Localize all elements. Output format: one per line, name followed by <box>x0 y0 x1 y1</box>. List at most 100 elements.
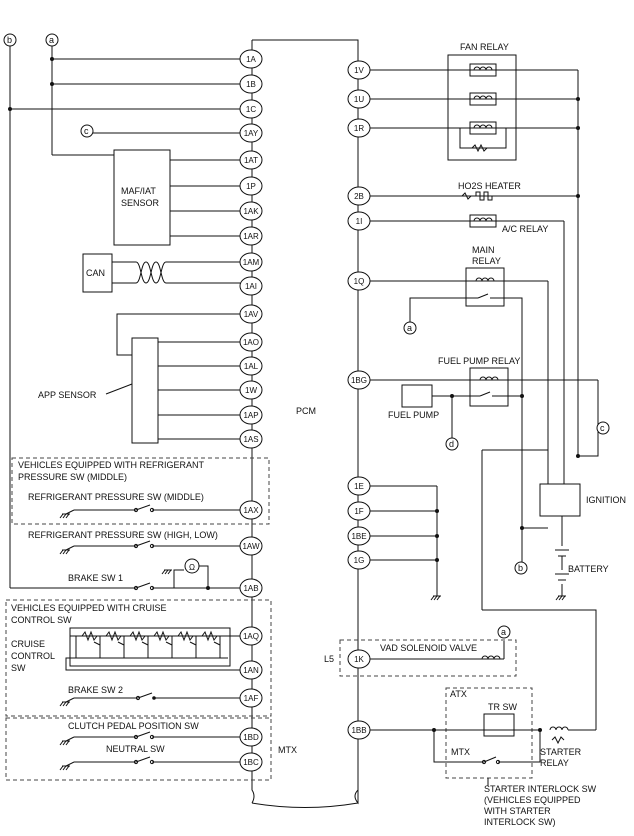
svg-text:1AR: 1AR <box>243 232 259 241</box>
pin-1BG: 1BG <box>347 370 371 390</box>
svg-text:1AL: 1AL <box>244 362 259 371</box>
pcm-label: PCM <box>296 406 316 416</box>
interlock-label-3: WITH STARTER <box>484 806 551 816</box>
maf-iat-sensor: MAF/IAT SENSOR <box>113 149 171 246</box>
ignition-label: IGNITION <box>586 495 626 505</box>
left-wiring: Ω <box>8 46 240 771</box>
svg-text:1AK: 1AK <box>243 207 259 216</box>
fan-relay-label: FAN RELAY <box>460 42 509 52</box>
battery-label: BATTERY <box>568 564 609 574</box>
main-relay-label-1: MAIN <box>472 245 495 255</box>
svg-text:1AV: 1AV <box>244 310 259 319</box>
svg-text:1AB: 1AB <box>243 584 258 593</box>
pin-1BC: 1BC <box>239 752 263 772</box>
pin-1AX: 1AX <box>239 500 263 520</box>
pin-1I: 1I <box>347 211 371 231</box>
pin-2B: 2B <box>347 186 371 206</box>
pin-1AL: 1AL <box>239 356 263 376</box>
app-sensor-label: APP SENSOR <box>38 390 97 400</box>
pin-1BE: 1BE <box>347 526 371 546</box>
neutral-label: NEUTRAL SW <box>106 744 165 754</box>
svg-text:1BB: 1BB <box>351 726 366 735</box>
svg-text:1K: 1K <box>354 655 364 664</box>
brake-sw2-label: BRAKE SW 2 <box>68 685 123 695</box>
pin-1AR: 1AR <box>239 226 263 246</box>
pin-1AT: 1AT <box>239 150 263 170</box>
pcm-outline: PCM <box>251 39 359 808</box>
cruise-label-1: CRUISE <box>11 639 45 649</box>
pin-1V: 1V <box>347 60 371 80</box>
pin-1AS: 1AS <box>239 429 263 449</box>
refrigerant-option-box <box>11 457 270 525</box>
veh-ref-label-1: VEHICLES EQUIPPED WITH REFRIGERANT <box>18 460 205 470</box>
pin-1G: 1G <box>347 550 371 570</box>
svg-text:1AI: 1AI <box>245 282 257 291</box>
pin-1A: 1A <box>239 49 263 69</box>
pin-1BB: 1BB <box>347 720 371 740</box>
svg-text:Ω: Ω <box>189 563 195 572</box>
ref-b-top: b <box>7 35 12 45</box>
pin-1AF: 1AF <box>239 688 263 708</box>
ho2s-heater-label: HO2S HEATER <box>458 181 521 191</box>
veh-cruise-label-2: CONTROL SW <box>11 615 72 625</box>
ref-a-main: a <box>407 323 412 333</box>
tr-sw-label: TR SW <box>488 702 518 712</box>
ref-hl-label: REFRIGERANT PRESSURE SW (HIGH, LOW) <box>28 530 218 540</box>
svg-text:1BD: 1BD <box>243 733 259 742</box>
can-label: CAN <box>86 268 105 278</box>
svg-text:1V: 1V <box>354 66 364 75</box>
svg-text:1AQ: 1AQ <box>243 632 259 641</box>
pcm-pins-right: 1V 1U 1R 2B 1I 1Q 1BG 1E 1F 1BE 1G 1K 1B… <box>347 60 371 740</box>
pin-1AM: 1AM <box>239 252 263 272</box>
svg-text:1AW: 1AW <box>242 542 259 551</box>
pin-1AI: 1AI <box>239 276 263 296</box>
interlock-label-2: (VEHICLES EQUIPPED <box>484 795 581 805</box>
pin-1AV: 1AV <box>239 304 263 324</box>
mtx-right-label: MTX <box>451 747 470 757</box>
svg-text:1BG: 1BG <box>351 376 367 385</box>
svg-text:1E: 1E <box>354 482 364 491</box>
svg-text:1AM: 1AM <box>243 258 260 267</box>
pin-1P: 1P <box>239 176 263 196</box>
pin-1AN: 1AN <box>239 660 263 680</box>
maf-label-1: MAF/IAT <box>121 186 156 196</box>
mtx-option-box <box>5 717 272 781</box>
svg-text:1C: 1C <box>246 105 256 114</box>
svg-text:1BE: 1BE <box>351 532 366 541</box>
interlock-label-1: STARTER INTERLOCK SW <box>484 784 597 794</box>
pin-1AW: 1AW <box>239 536 263 556</box>
svg-text:1I: 1I <box>356 217 363 226</box>
ref-c-left: c <box>84 126 89 136</box>
starter-relay-label-1: STARTER <box>540 747 582 757</box>
right-wiring <box>339 54 599 786</box>
atx-label: ATX <box>450 689 467 699</box>
vad-label: VAD SOLENOID VALVE <box>380 643 477 653</box>
svg-text:1AS: 1AS <box>243 435 258 444</box>
pin-1AP: 1AP <box>239 405 263 425</box>
pin-1Q: 1Q <box>347 271 371 291</box>
svg-text:1AF: 1AF <box>244 694 259 703</box>
svg-text:1BC: 1BC <box>243 758 259 767</box>
l5-label: L5 <box>324 654 334 664</box>
maf-label-2: SENSOR <box>121 198 160 208</box>
can-box: CAN <box>82 253 113 293</box>
fuel-pump-relay-label: FUEL PUMP RELAY <box>438 356 520 366</box>
pin-1U: 1U <box>347 89 371 109</box>
pin-1C: 1C <box>239 99 263 119</box>
pin-1E: 1E <box>347 476 371 496</box>
svg-text:1AX: 1AX <box>243 506 259 515</box>
starter-relay-label-2: RELAY <box>540 758 569 768</box>
svg-text:1B: 1B <box>246 80 256 89</box>
fuel-pump-label: FUEL PUMP <box>388 410 439 420</box>
ref-markers: b a c a d c b a <box>3 33 610 639</box>
veh-cruise-label-1: VEHICLES EQUIPPED WITH CRUISE <box>11 603 167 613</box>
ref-a-vad: a <box>501 627 506 637</box>
ref-a-top: a <box>49 35 54 45</box>
ref-mid-label: REFRIGERANT PRESSURE SW (MIDDLE) <box>28 492 204 502</box>
svg-text:1G: 1G <box>354 556 365 565</box>
interlock-label-4: INTERLOCK SW) <box>484 817 556 827</box>
ref-b-right: b <box>518 563 523 573</box>
clutch-label: CLUTCH PEDAL POSITION SW <box>68 721 199 731</box>
mtx-left-label: MTX <box>278 745 297 755</box>
